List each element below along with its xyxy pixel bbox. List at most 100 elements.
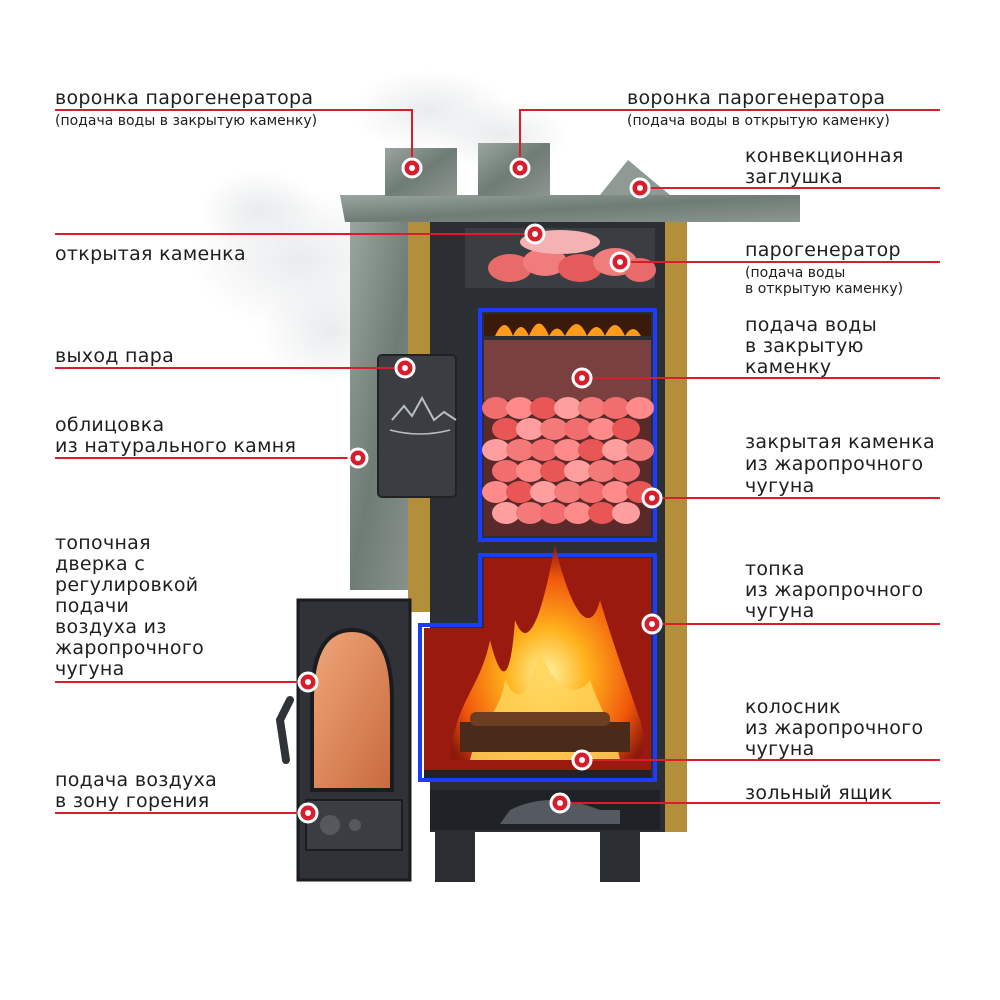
heater-stone	[612, 418, 640, 440]
label-stone-cladding-1: облицовка	[55, 414, 165, 436]
label-grate-3: чугуна	[745, 738, 815, 760]
dot-center-steam-outlet	[402, 365, 408, 371]
heater-stone	[554, 481, 582, 503]
label-closed-heater-3: чугуна	[745, 475, 815, 497]
heater-stone	[482, 439, 510, 461]
label-firebox-door-3: регулировкой	[55, 574, 199, 596]
label-funnel-right-note: (подача воды в открытую каменку)	[627, 113, 890, 129]
label-firebox-3: чугуна	[745, 600, 815, 622]
heater-stone	[482, 481, 510, 503]
label-firebox-door-2: дверка с	[55, 553, 146, 575]
heater-stone	[506, 439, 534, 461]
dot-center-steam-generator	[617, 259, 623, 265]
heater-stone	[530, 481, 558, 503]
heater-stone	[578, 481, 606, 503]
firebox-door	[275, 598, 412, 882]
label-firebox-door-6: жаропрочного	[55, 637, 205, 659]
heater-stone	[554, 439, 582, 461]
heater-stone	[564, 502, 592, 524]
label-water-closed-1: подача воды	[745, 314, 877, 336]
label-grate-1: колосник	[745, 696, 841, 718]
label-closed-heater-1: закрытая каменка	[745, 431, 935, 453]
dot-center-convection-plug	[637, 185, 643, 191]
leader-funnel-left	[55, 109, 413, 168]
chamber-outline	[418, 308, 657, 782]
convection-plug-body	[600, 160, 670, 195]
heater-stone	[588, 460, 616, 482]
leader-dots	[297, 157, 663, 824]
heater-stone	[578, 439, 606, 461]
heater-stone	[588, 418, 616, 440]
stone-pile	[482, 397, 654, 524]
heater-stone	[578, 397, 606, 419]
label-steam-generator-note-2: в открытую каменку)	[745, 281, 904, 297]
heater-stone	[626, 397, 654, 419]
dot-center-firebox	[649, 621, 655, 627]
leader-lines	[55, 109, 940, 814]
heater-stone	[506, 481, 534, 503]
label-water-closed-2: в закрытую	[745, 335, 864, 357]
grate-bars	[424, 770, 651, 778]
insulation-right	[665, 222, 687, 832]
heater-stone	[482, 397, 510, 419]
label-firebox-door-7: чугуна	[55, 658, 125, 680]
dot-center-closed-heater	[649, 495, 655, 501]
heater-stone	[612, 502, 640, 524]
dot-center-water-closed	[579, 375, 585, 381]
heater-stone	[516, 418, 544, 440]
heater-stone	[612, 460, 640, 482]
label-firebox-door-1: топочная	[55, 532, 151, 554]
label-firebox-door-5: воздуха из	[55, 616, 167, 638]
label-stone-cladding-2: из натурального камня	[55, 435, 297, 457]
heater-stone	[530, 397, 558, 419]
heater-stone	[602, 481, 630, 503]
heater-stone	[516, 460, 544, 482]
heater-stone	[626, 439, 654, 461]
heater-stone	[492, 418, 520, 440]
firebox-chamber	[424, 545, 651, 776]
dot-center-firebox-door	[305, 679, 311, 685]
heater-stone	[602, 397, 630, 419]
stone-top-slab	[340, 195, 800, 222]
heater-stone	[564, 460, 592, 482]
dot-center-air-supply	[305, 810, 311, 816]
label-air-supply-2: в зону горения	[55, 790, 210, 812]
dot-center-stone-cladding	[355, 455, 361, 461]
heater-stone	[602, 439, 630, 461]
heater-stone	[554, 397, 582, 419]
heater-stone	[564, 418, 592, 440]
ash-box	[430, 790, 660, 882]
label-funnel-right-title: воронка парогенератора	[627, 87, 886, 109]
label-open-heater: открытая каменка	[55, 243, 246, 265]
dot-center-grate	[579, 757, 585, 763]
heater-stone	[492, 502, 520, 524]
label-water-closed-3: каменку	[745, 356, 832, 378]
heater-stone	[540, 502, 568, 524]
label-funnel-left-title: воронка парогенератора	[55, 87, 314, 109]
leader-funnel-right	[519, 109, 940, 168]
dot-center-funnel-right	[517, 165, 523, 171]
label-grate-2: из жаропрочного	[745, 717, 924, 739]
heater-stone	[492, 460, 520, 482]
label-firebox-1: топка	[745, 558, 805, 580]
dot-center-funnel-left	[409, 165, 415, 171]
label-funnel-left-note: (подача воды в закрытую каменку)	[55, 113, 318, 129]
heater-stone	[506, 397, 534, 419]
label-closed-heater-2: из жаропрочного	[745, 453, 924, 475]
heater-stone	[540, 418, 568, 440]
heater-stone	[588, 502, 616, 524]
label-steam-outlet: выход пара	[55, 345, 175, 367]
label-steam-generator-note-1: (подача воды	[745, 265, 846, 281]
dot-center-ash-box	[557, 800, 563, 806]
label-firebox-2: из жаропрочного	[745, 579, 924, 601]
label-steam-generator-title: парогенератор	[745, 239, 901, 261]
steam-outlet-door	[377, 354, 457, 498]
label-air-supply-1: подача воздуха	[55, 769, 218, 791]
label-firebox-door-4: подачи	[55, 595, 130, 617]
heater-stone	[516, 502, 544, 524]
label-ash-box: зольный ящик	[745, 782, 893, 804]
heater-stone	[530, 439, 558, 461]
heater-stone	[540, 460, 568, 482]
